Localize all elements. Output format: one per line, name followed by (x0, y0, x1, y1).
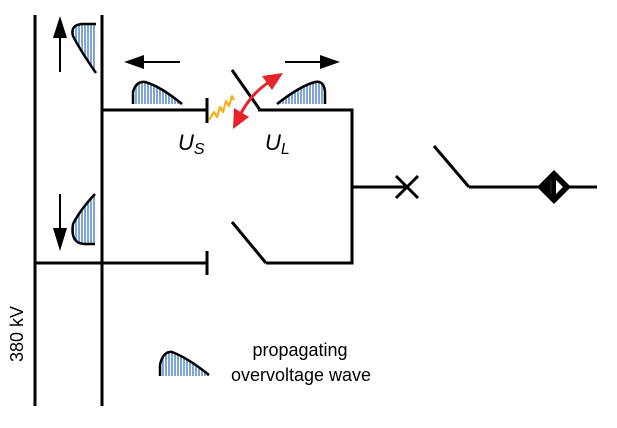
legend-line-1: propagating (252, 340, 347, 360)
overvoltage-wave-feeder-right-icon (276, 80, 327, 105)
cable-termination-icon (537, 170, 571, 204)
busbar-voltage-label: 380 kV (7, 306, 27, 362)
earthing-switch-blade (432, 145, 471, 188)
load-voltage-label: UL (265, 130, 290, 158)
arrow-down-icon (53, 228, 67, 251)
source-voltage-label: US (178, 130, 205, 158)
arrow-right-icon (320, 55, 340, 69)
reflection-double-arrow-icon (233, 73, 283, 129)
arrow-left-icon (124, 55, 144, 69)
legend-wave-icon (158, 350, 210, 376)
upper-disconnector-blade (230, 69, 262, 111)
circuit-breaker-cross-icon (394, 174, 420, 200)
overvoltage-wave-feeder-left-icon (131, 80, 183, 105)
arrow-up-icon (53, 16, 67, 38)
legend-line-2: overvoltage wave (231, 365, 371, 385)
overvoltage-wave-busbar-up-icon (71, 22, 98, 74)
spark-icon (208, 94, 235, 121)
overvoltage-wave-busbar-down-icon (71, 193, 96, 246)
lower-disconnector-blade (230, 221, 268, 264)
